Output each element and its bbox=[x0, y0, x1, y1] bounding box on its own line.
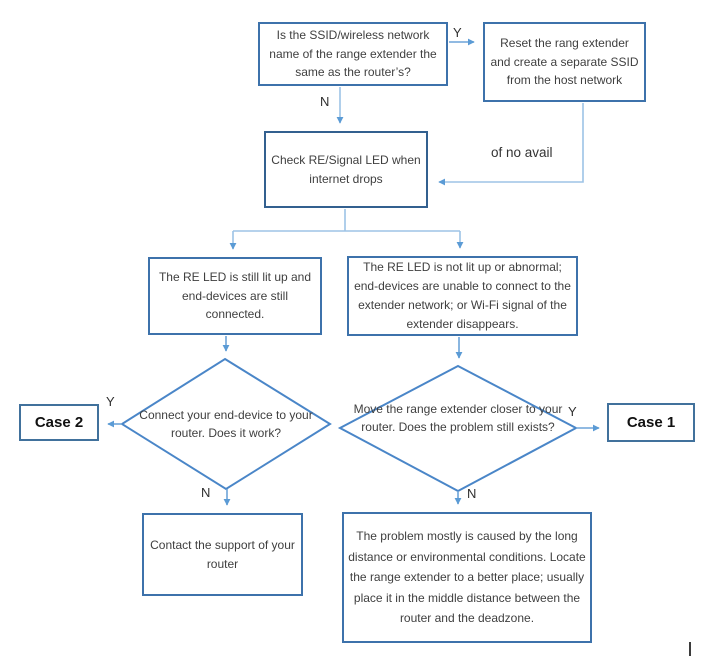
node-case2: Case 2 bbox=[19, 404, 99, 441]
node-reset-extender: Reset the rang extender and create a sep… bbox=[483, 22, 646, 102]
decision-connect-diamond bbox=[120, 357, 332, 491]
text-cursor-mark bbox=[689, 642, 691, 656]
label-yes-case2: Y bbox=[106, 394, 115, 409]
node-led-still-on: The RE LED is still lit up and end-devic… bbox=[148, 257, 322, 335]
arrow-reset-to-check bbox=[438, 103, 584, 186]
decision-connect-text: Connect your end-device to your router. … bbox=[139, 408, 313, 440]
node-ssid-question-text: Is the SSID/wireless network name of the… bbox=[269, 27, 437, 80]
label-yes-case1: Y bbox=[568, 404, 577, 419]
node-contact-support: Contact the support of your router bbox=[142, 513, 303, 596]
node-case1: Case 1 bbox=[607, 403, 695, 442]
node-contact-support-text: Contact the support of your router bbox=[150, 537, 295, 571]
node-led-off-abnormal-text: The RE LED is not lit up or abnormal; en… bbox=[354, 260, 571, 331]
node-led-off-abnormal: The RE LED is not lit up or abnormal; en… bbox=[347, 256, 578, 336]
label-no-top: N bbox=[320, 94, 330, 109]
label-no-left: N bbox=[201, 485, 211, 500]
label-no-right: N bbox=[467, 486, 477, 501]
node-ssid-question: Is the SSID/wireless network name of the… bbox=[258, 22, 448, 86]
node-problem-distance: The problem mostly is caused by the long… bbox=[342, 512, 592, 643]
node-led-still-on-text: The RE LED is still lit up and end-devic… bbox=[158, 269, 312, 322]
node-check-led: Check RE/Signal LED when internet drops bbox=[264, 131, 428, 208]
node-case2-text: Case 2 bbox=[34, 413, 84, 431]
label-of-no-avail: of no avail bbox=[491, 145, 553, 160]
label-yes-top: Y bbox=[453, 25, 462, 40]
decision-move-text: Move the range extender closer to your r… bbox=[353, 402, 563, 434]
node-problem-distance-text: The problem mostly is caused by the long… bbox=[348, 528, 586, 626]
node-check-led-text: Check RE/Signal LED when internet drops bbox=[271, 152, 421, 186]
node-reset-extender-text: Reset the rang extender and create a sep… bbox=[490, 35, 639, 88]
node-case1-text: Case 1 bbox=[626, 413, 676, 431]
